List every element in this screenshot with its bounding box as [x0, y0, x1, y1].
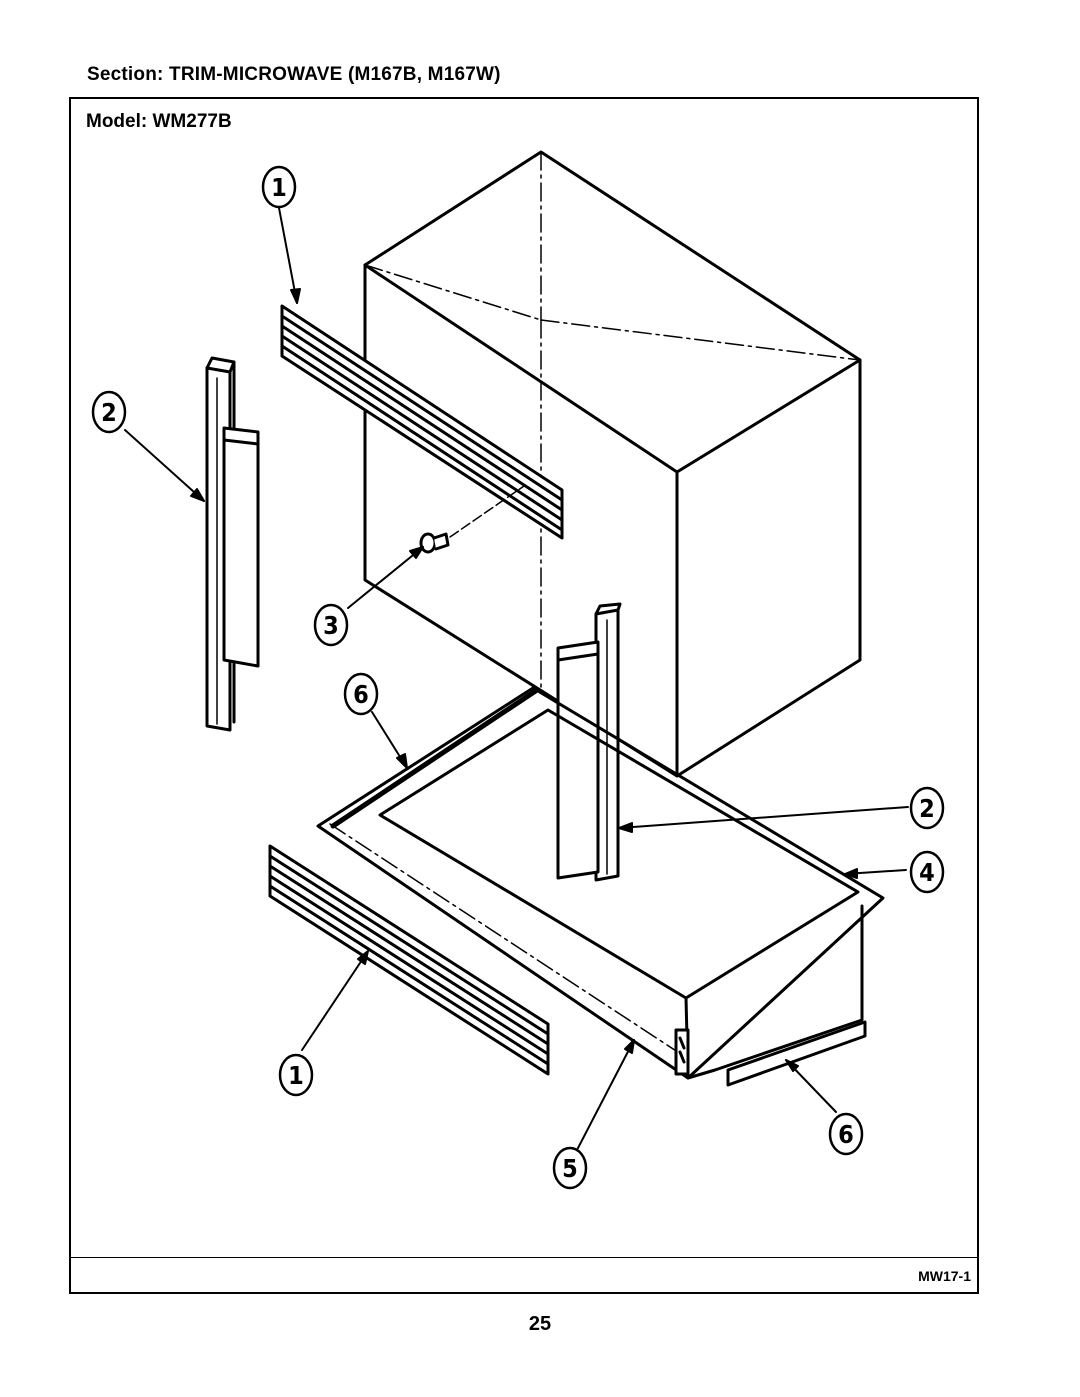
base-frame: [316, 686, 885, 1080]
callout-3: 3: [313, 603, 349, 647]
page-number: 25: [528, 1313, 552, 1335]
callout-2-left: 2: [91, 390, 127, 434]
left-side-trim: [205, 356, 260, 732]
callout-3-label: 3: [323, 611, 339, 640]
leader-lines: [124, 207, 909, 1149]
microwave-cabinet: [363, 150, 862, 778]
callout-1-bottom: 1: [278, 1053, 314, 1097]
callouts: 1 2 3 6 2 4 1 5: [91, 165, 945, 1190]
callout-6-bottom-label: 6: [838, 1120, 854, 1149]
diagram-code: MW17-1: [918, 1268, 971, 1284]
bottom-trim-strip: [268, 844, 550, 1076]
diagram-frame: Model: WM277B MW17-1: [69, 97, 979, 1294]
callout-4-label: 4: [919, 858, 935, 887]
screw: [419, 485, 525, 554]
callout-4: 4: [909, 850, 945, 894]
section-title: Section: TRIM-MICROWAVE (M167B, M167W): [87, 64, 501, 85]
callout-1-bottom-label: 1: [288, 1061, 304, 1090]
filler-strip-bottom: [726, 1020, 867, 1087]
callout-1-top: 1: [261, 165, 297, 209]
model-title: Model: WM277B: [86, 111, 232, 132]
top-trim-strip: [280, 304, 564, 540]
footer-divider: [71, 1257, 977, 1258]
callout-6-top: 6: [343, 672, 379, 716]
right-side-trim: [556, 602, 622, 882]
filler-strip-top: [330, 687, 540, 829]
callout-2-right: 2: [909, 786, 945, 830]
callout-6-bottom: 6: [828, 1112, 864, 1156]
callout-2-right-label: 2: [919, 794, 935, 823]
callout-2-left-label: 2: [101, 398, 117, 427]
callout-6-top-label: 6: [353, 680, 369, 709]
callout-1-top-label: 1: [271, 173, 287, 202]
callout-5-label: 5: [562, 1154, 578, 1183]
callout-5: 5: [552, 1146, 588, 1190]
